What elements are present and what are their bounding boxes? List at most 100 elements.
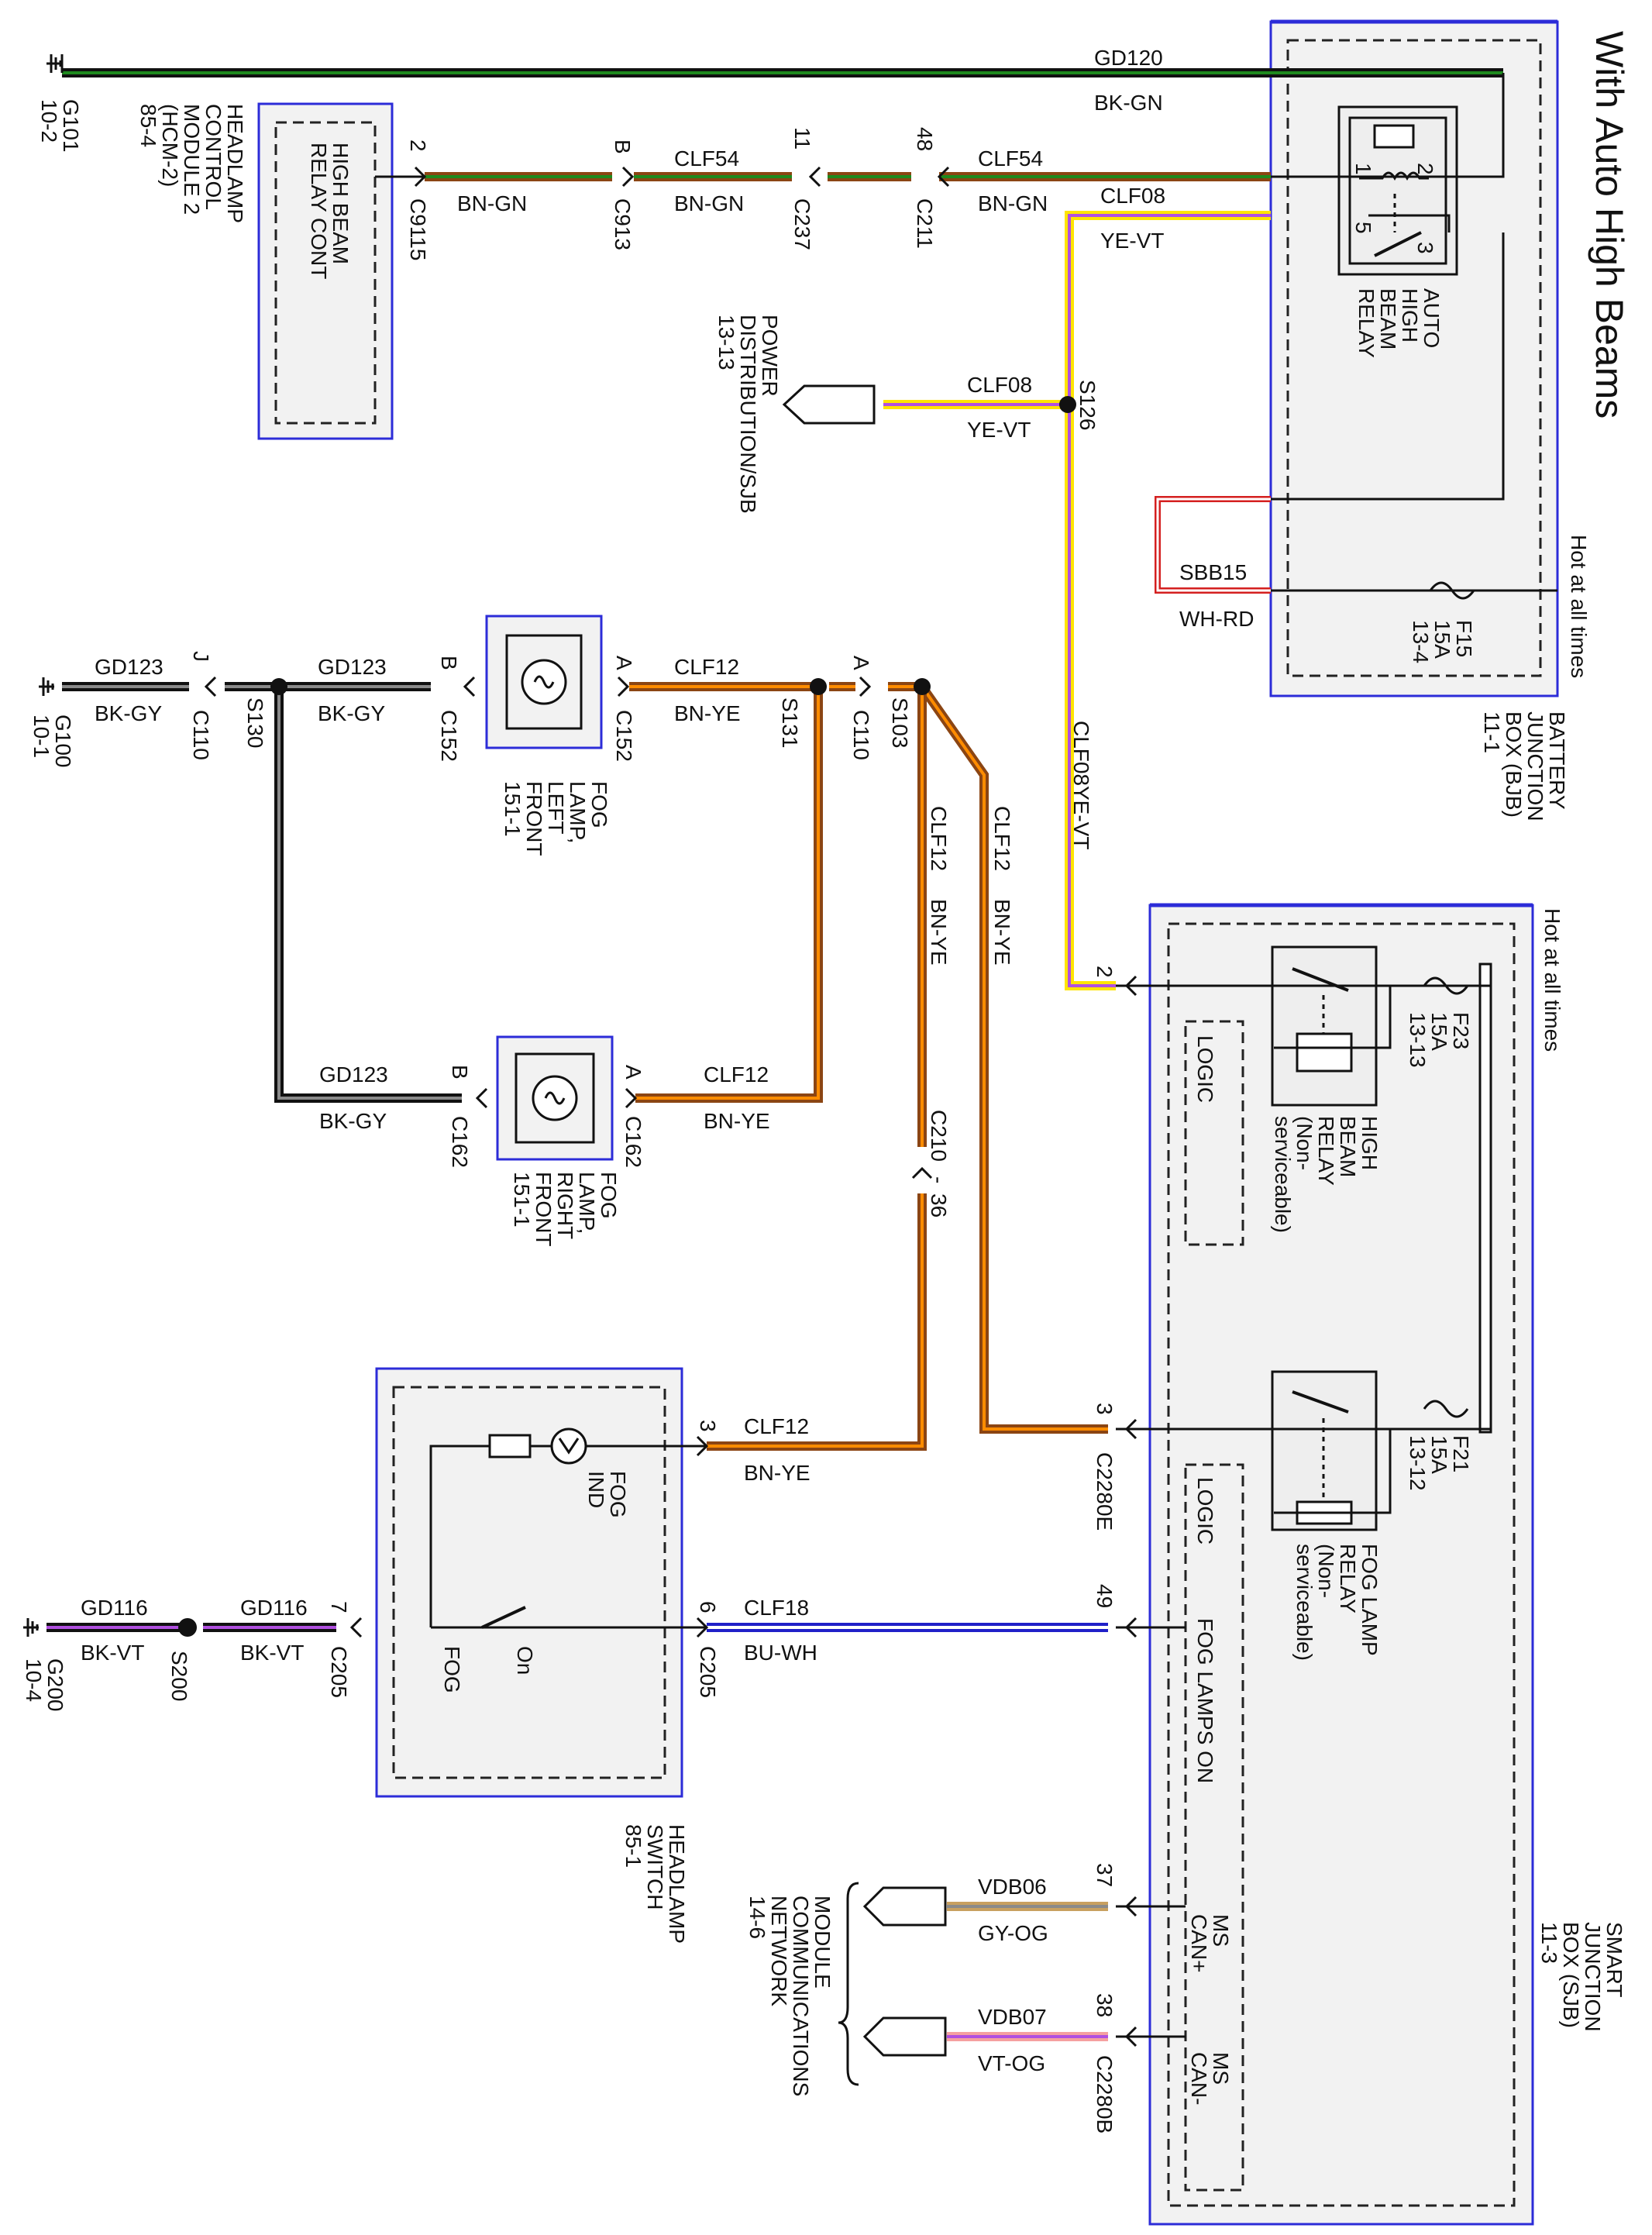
ground-g200-label-line-0: G200 (43, 1658, 67, 1712)
pin-3-c205: 3 (696, 1420, 720, 1432)
hcm2-box-inner (274, 121, 377, 425)
mcn-label-line-3: 14-6 (745, 1896, 769, 1939)
hb-relay-label-line-2: RELAY (1314, 1116, 1338, 1186)
clf08-id-pdist: CLF08 (967, 373, 1032, 397)
clf08-id-vert: CLF08 (1069, 721, 1093, 786)
c152-label-a: C152 (612, 710, 636, 762)
gd116-id-switch: GD116 (240, 1596, 308, 1620)
wire-clf12-sjb (918, 684, 1108, 1434)
fog-left-label-line-3: FRONT (522, 781, 546, 856)
ground-g101-label-line-0: G101 (59, 99, 83, 153)
clf12-id-vert-b: CLF12 (990, 806, 1014, 871)
sjb-label-line-0: SMART (1602, 1922, 1626, 1998)
arrow-pin-37 (1124, 1896, 1137, 1917)
fog-left-label-line-1: LAMP, (566, 781, 590, 843)
bjb-label-line-1: JUNCTION (1523, 711, 1547, 821)
fog-lamp-right-inner (515, 1052, 595, 1144)
auto-relay-label-line-2: BEAM (1376, 288, 1400, 350)
fuse-f21-label-line-2: 13-12 (1406, 1435, 1430, 1491)
smart-junction-box-inner (1167, 922, 1516, 2207)
gd120-id: GD120 (1094, 46, 1163, 70)
pin-a-c110: A (849, 656, 873, 670)
sjb-label-line-3: 11-3 (1537, 1922, 1561, 1964)
ground-g101-label-line-1: 10-2 (37, 99, 61, 143)
c162-label-b: C162 (448, 1116, 472, 1168)
sjb-label-line-1: JUNCTION (1581, 1922, 1605, 2032)
clf08-id-top: CLF08 (1100, 184, 1165, 208)
arrow-c2280e (1124, 1418, 1137, 1440)
clf18-id: CLF18 (744, 1596, 809, 1620)
gd116-color-switch: BK-VT (240, 1641, 304, 1665)
arrow-c211 (937, 166, 950, 188)
c9115-label: C9115 (406, 198, 430, 260)
ms-can-minus-label-line-1: CAN- (1187, 2052, 1211, 2105)
pin-38: 38 (1093, 1993, 1117, 2017)
wire-hb-coil (1274, 986, 1392, 1049)
gd123-id-s130: GD123 (318, 655, 387, 679)
gd123-color-s130: BK-GY (318, 701, 385, 725)
s126-label: S126 (1076, 380, 1100, 430)
hcm2-label-line-4: 85-4 (136, 104, 160, 147)
fog-right-label-line-1: LAMP, (575, 1172, 599, 1234)
pin-j-c110: J (189, 651, 213, 662)
sjb-bus-bar (1478, 963, 1492, 1434)
mcn-label-line-2: NETWORK (767, 1896, 791, 2006)
ms-can-plus-label-line-0: MS (1209, 1914, 1233, 1947)
c210-dash: - (927, 1176, 951, 1183)
hb-relay-label-line-3: (Non- (1292, 1116, 1316, 1170)
auto-relay-label-line-3: RELAY (1354, 288, 1378, 358)
ms-can-plus-label-line-1: CAN+ (1187, 1914, 1211, 1972)
ms-can-minus-label-line-0: MS (1209, 2052, 1233, 2085)
fog-relay-label-line-3: serviceable) (1292, 1544, 1316, 1661)
ground-g100-label-line-1: 10-1 (29, 715, 53, 758)
hcm2-label-line-3: (HCM-2) (158, 104, 182, 187)
fog-relay-label-line-2: (Non- (1314, 1544, 1338, 1598)
fog-relay-contact-icon (1292, 1390, 1349, 1414)
fuse-f21-label-line-1: 15A (1427, 1435, 1451, 1474)
fog-right-label-line-4: 151-1 (510, 1172, 534, 1228)
hcm2-label-line-1: CONTROL (201, 104, 225, 210)
arrow-pin-38 (1124, 2026, 1137, 2047)
hb-relay-label-line-4: serviceable) (1271, 1116, 1295, 1233)
hcm2-label-line-0: HEADLAMP (223, 104, 247, 223)
headlamp-switch-box (375, 1367, 683, 1798)
clf12-id-left: CLF12 (674, 655, 739, 679)
vdb07-terminal-icon (862, 2016, 947, 2057)
c2280b-label: C2280B (1093, 2055, 1117, 2133)
auto-relay-contact-icon (1374, 231, 1422, 257)
pin-2-c9115: 2 (406, 139, 430, 152)
clf12-color-left: BN-YE (674, 701, 741, 725)
pin-b-c913: B (611, 139, 635, 154)
sbb15-color: WH-RD (1179, 607, 1254, 631)
diagram-title: With Auto High Beams (1588, 31, 1631, 418)
pin-49: 49 (1093, 1584, 1117, 1608)
fuse-f15-label-line-2: 13-4 (1409, 620, 1433, 663)
arrow-pin-49 (1124, 1617, 1137, 1638)
fuse-f21-label-line-0: F21 (1449, 1435, 1473, 1472)
splice-s130 (270, 678, 287, 695)
clf12-color-right: BN-YE (704, 1109, 770, 1133)
arrow-c205-6 (696, 1617, 709, 1638)
pin-b-c162: B (448, 1065, 472, 1080)
hcm2-inner-label-line-1: RELAY CONT (307, 143, 331, 279)
clf08-color-pdist: YE-VT (967, 418, 1031, 442)
clf08-color-vert: YE-VT (1069, 786, 1093, 849)
sjb-label-line-2: BOX (SJB) (1559, 1922, 1583, 2028)
mcn-label-line-0: MODULE (811, 1896, 835, 1989)
clf54-id-b: CLF54 (978, 146, 1043, 170)
logic-box-high-beam (1184, 1020, 1244, 1246)
fog-switch-contact-icon (481, 1606, 526, 1629)
auto-high-beam-relay-inner (1348, 116, 1447, 265)
gd116-color-ground: BK-VT (81, 1641, 144, 1665)
fog-lamp-left-inner (505, 634, 583, 730)
c162-label-a: C162 (621, 1116, 645, 1168)
splice-s126 (1059, 396, 1076, 413)
c110-label-left: C110 (189, 710, 213, 760)
arrow-c9115 (414, 166, 427, 188)
fog-lamp-right-filament-icon (544, 1091, 566, 1105)
gd123-id-right: GD123 (319, 1062, 388, 1087)
fog-indicator-arrow-icon (558, 1438, 580, 1455)
mcn-label-line-1: COMMUNICATIONS (789, 1896, 813, 2096)
